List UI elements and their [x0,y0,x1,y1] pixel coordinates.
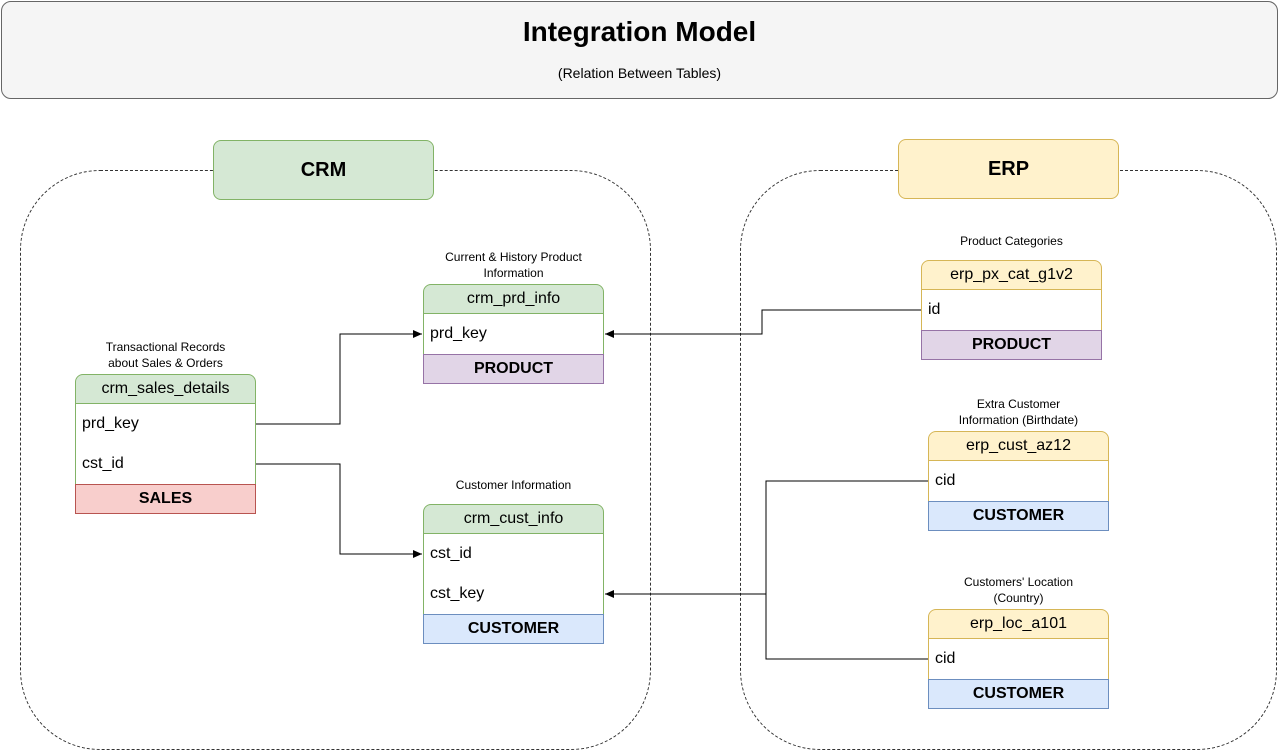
table-crm-sales-details[interactable]: crm_sales_details prd_key cst_id SALES [75,374,256,514]
table-erp-px-cat-g1v2[interactable]: erp_px_cat_g1v2 id PRODUCT [921,260,1102,360]
field-cid: cid [935,472,956,489]
field-prd-key: prd_key [430,325,487,342]
table-name: erp_px_cat_g1v2 [921,260,1102,290]
table-erp-cust-az12[interactable]: erp_cust_az12 cid CUSTOMER [928,431,1109,531]
caption-crm-cust-info: Customer Information [455,478,572,492]
table-erp-loc-a101[interactable]: erp_loc_a101 cid CUSTOMER [928,609,1109,709]
caption-erp-cust-az12: Extra Customer Information (Birthdate) [958,397,1079,427]
table-name: crm_sales_details [75,374,256,404]
category-badge-customer: CUSTOMER [423,614,604,644]
field-cst-id: cst_id [82,455,124,472]
field-id: id [928,301,941,318]
page-title: Integration Model [522,16,757,47]
caption-crm-prd-info: Current & History Product Information [445,250,582,280]
category-badge-sales: SALES [75,484,256,514]
diagram-header: Integration Model (Relation Between Tabl… [1,1,1278,99]
category-badge-customer: CUSTOMER [928,501,1109,531]
table-crm-cust-info[interactable]: crm_cust_info cst_id cst_key CUSTOMER [423,504,604,644]
caption-erp-px-cat: Product Categories [960,234,1063,248]
page-subtitle: (Relation Between Tables) [557,65,722,81]
category-badge-customer: CUSTOMER [928,679,1109,709]
caption-crm-sales-details: Transactional Records about Sales & Orde… [105,340,226,370]
caption-erp-loc-a101: Customers' Location (Country) [963,575,1073,605]
field-cid: cid [935,650,956,667]
table-name: crm_prd_info [423,284,604,314]
erp-group-label[interactable]: ERP [898,139,1119,199]
field-prd-key: prd_key [82,415,139,432]
field-cst-id: cst_id [430,545,472,562]
table-name: crm_cust_info [423,504,604,534]
category-badge-product: PRODUCT [423,354,604,384]
crm-group-label[interactable]: CRM [213,140,434,200]
field-cst-key: cst_key [430,585,485,602]
table-name: erp_loc_a101 [928,609,1109,639]
table-crm-prd-info[interactable]: crm_prd_info prd_key PRODUCT [423,284,604,384]
table-name: erp_cust_az12 [928,431,1109,461]
category-badge-product: PRODUCT [921,330,1102,360]
